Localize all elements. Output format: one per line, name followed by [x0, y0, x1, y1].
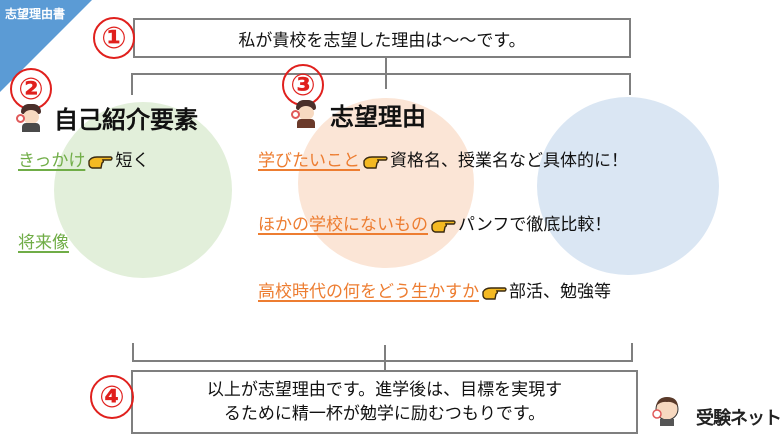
bottom-bracket-horizontal	[132, 360, 633, 362]
green-circle	[54, 102, 232, 278]
pointing-hand-icon	[482, 285, 508, 301]
step-1-marker: ①	[93, 17, 135, 59]
self-intro-heading: 自己紹介要素	[54, 106, 198, 134]
bottom-stem	[384, 345, 386, 371]
keyword: 将来像	[18, 233, 69, 253]
list-item-hokanogakko: ほかの学校にないもの パンフで徹底比較！	[258, 210, 611, 235]
motivation-heading: 志望理由	[330, 103, 426, 131]
intro-statement-box: 私が貴校を志望した理由は～～です。	[133, 18, 631, 58]
student-avatar-icon	[291, 100, 319, 128]
list-item-manabitaikoto: 学びたいこと 資格名、授業名など具体的に！	[258, 146, 628, 171]
list-item-kikkake: きっかけ 短く	[18, 146, 149, 171]
conclusion-line-1: 以上が志望理由です。進学後は、目標を実現す	[206, 380, 563, 400]
top-bracket-right	[629, 73, 631, 95]
pointing-hand-icon	[363, 154, 389, 170]
step-2-marker: ②	[10, 68, 52, 110]
pointing-hand-icon	[431, 218, 457, 234]
blue-circle	[537, 97, 719, 275]
intro-statement-text: 私が貴校を志望した理由は～～です。	[238, 30, 526, 51]
mascot-icon	[652, 396, 680, 426]
conclusion-line-2: るために精一杯が勉学に励むつもりです。	[223, 404, 546, 424]
list-item-shoraizo: 将来像	[18, 228, 69, 253]
description: パンフで徹底比較！	[458, 215, 612, 235]
logo-text: 受験ネット	[696, 408, 780, 429]
bottom-bracket-left	[132, 343, 134, 362]
description: 部活、勉強等	[509, 282, 611, 302]
orange-circle	[298, 98, 474, 268]
step-4-marker: ④	[90, 375, 134, 419]
top-bracket-left	[131, 73, 133, 95]
bottom-bracket-right	[631, 343, 633, 362]
pointing-hand-icon	[88, 154, 114, 170]
description: 資格名、授業名など具体的に！	[390, 151, 628, 171]
list-item-kokojidai: 高校時代の何をどう生かすか 部活、勉強等	[258, 277, 611, 302]
keyword: 学びたいこと	[258, 151, 360, 171]
keyword: 高校時代の何をどう生かすか	[258, 282, 479, 302]
top-bracket-horizontal	[131, 73, 631, 75]
keyword: ほかの学校にないもの	[258, 215, 428, 235]
step-3-marker: ③	[282, 64, 324, 106]
description: 短く	[115, 151, 150, 171]
corner-label: 志望理由書	[5, 7, 66, 21]
keyword: きっかけ	[18, 151, 86, 171]
conclusion-box: 以上が志望理由です。進学後は、目標を実現す るために精一杯が勉学に励むつもりです…	[131, 370, 638, 434]
student-avatar-icon	[16, 104, 44, 132]
juken-net-logo: 受験ネット	[652, 392, 780, 432]
